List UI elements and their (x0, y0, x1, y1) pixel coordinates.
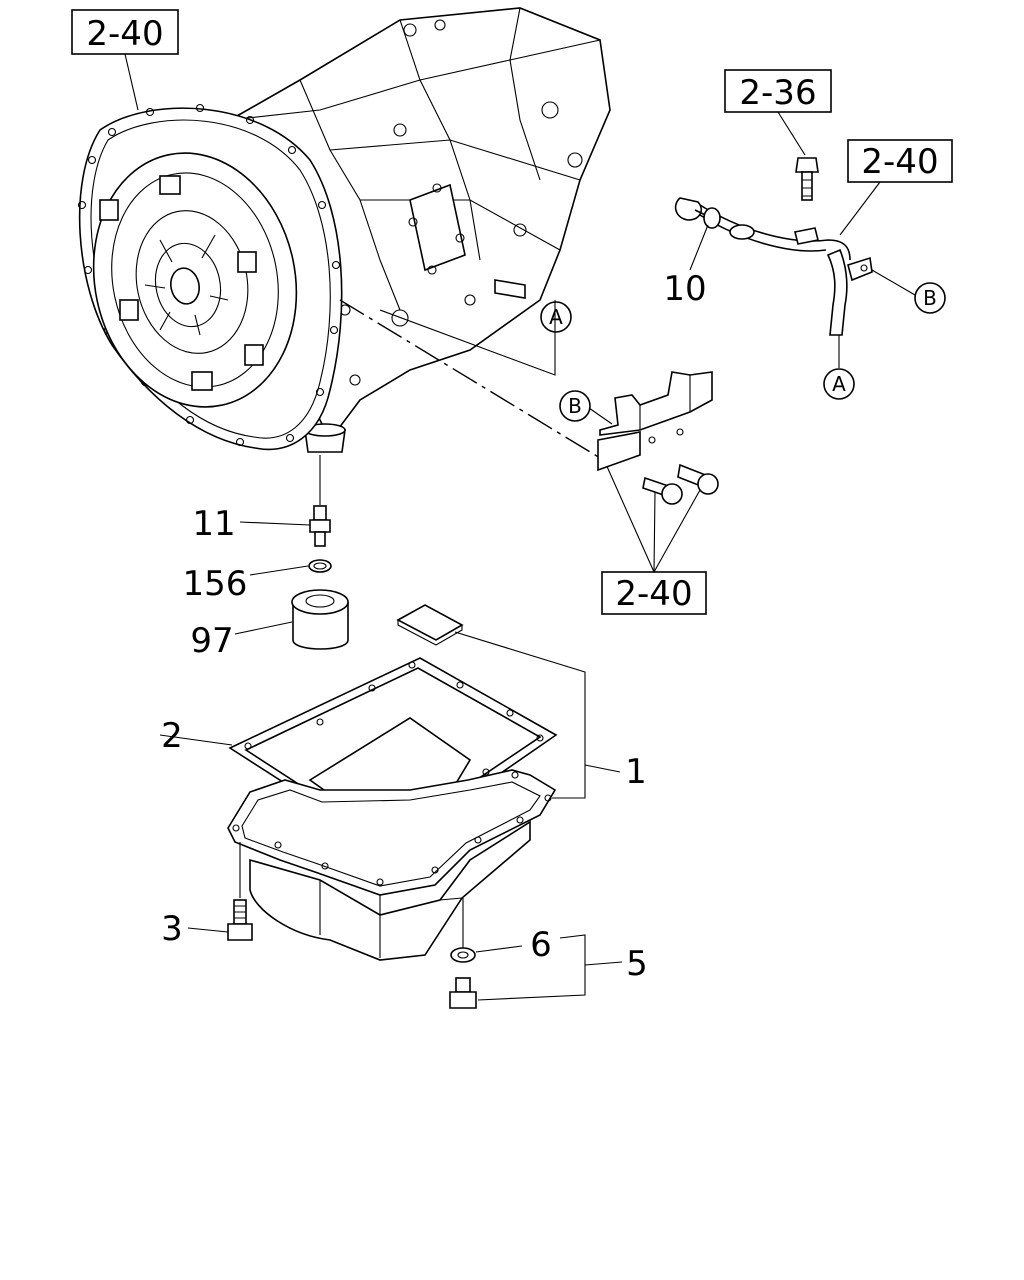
ref-box-main: 2-40 (71, 9, 179, 111)
svg-text:A: A (549, 305, 563, 329)
ref-box-bracket: 2-40 (601, 461, 707, 615)
mounting-bracket (597, 371, 719, 505)
bracket-bolt-2 (677, 463, 719, 495)
part-6-drain-washer: 6 (450, 898, 552, 965)
ref-bracket-label: 2-40 (615, 574, 692, 614)
callout-1-group: 1 (454, 631, 647, 799)
strainer-plate (396, 604, 464, 646)
bracket-alignment-line (339, 299, 601, 459)
ref-main-label: 2-40 (86, 14, 163, 54)
ref-box-bolt: 2-36 (724, 69, 832, 156)
svg-text:B: B (568, 394, 582, 418)
oil-pan (227, 769, 557, 961)
svg-text:11: 11 (192, 504, 235, 544)
svg-text:10: 10 (663, 269, 706, 309)
part-97-oil-filter: 97 (190, 589, 349, 661)
svg-text:A: A (832, 372, 846, 396)
svg-text:6: 6 (530, 925, 552, 965)
part-156-o-ring: 156 (183, 559, 332, 604)
part-3-pan-bolt: 3 (161, 842, 253, 949)
svg-text:2: 2 (161, 716, 183, 756)
bell-housing-bolt-holes (77, 103, 341, 447)
callout-10: 10 (663, 224, 709, 309)
marker-b-upper: B (871, 269, 946, 314)
svg-text:156: 156 (183, 564, 248, 604)
dipstick-tube-assembly (674, 157, 873, 336)
part-11-fitting: 11 (192, 455, 331, 547)
svg-text:97: 97 (190, 621, 233, 661)
part-5-drain-plug: 5 (449, 934, 648, 1009)
svg-text:B: B (923, 286, 937, 310)
marker-a-upper: A (540, 301, 572, 333)
ref-bolt-label: 2-36 (739, 73, 816, 113)
svg-text:1: 1 (625, 752, 647, 792)
bracket-bolt-1 (642, 476, 683, 505)
ref-box-dipstick: 2-40 (839, 139, 953, 236)
svg-text:5: 5 (626, 944, 648, 984)
marker-a-lower: A (823, 335, 855, 400)
svg-text:3: 3 (161, 909, 183, 949)
transmission-assembly (77, 7, 611, 453)
marker-b-lower: B (559, 390, 613, 425)
ref-dipstick-label: 2-40 (861, 142, 938, 182)
